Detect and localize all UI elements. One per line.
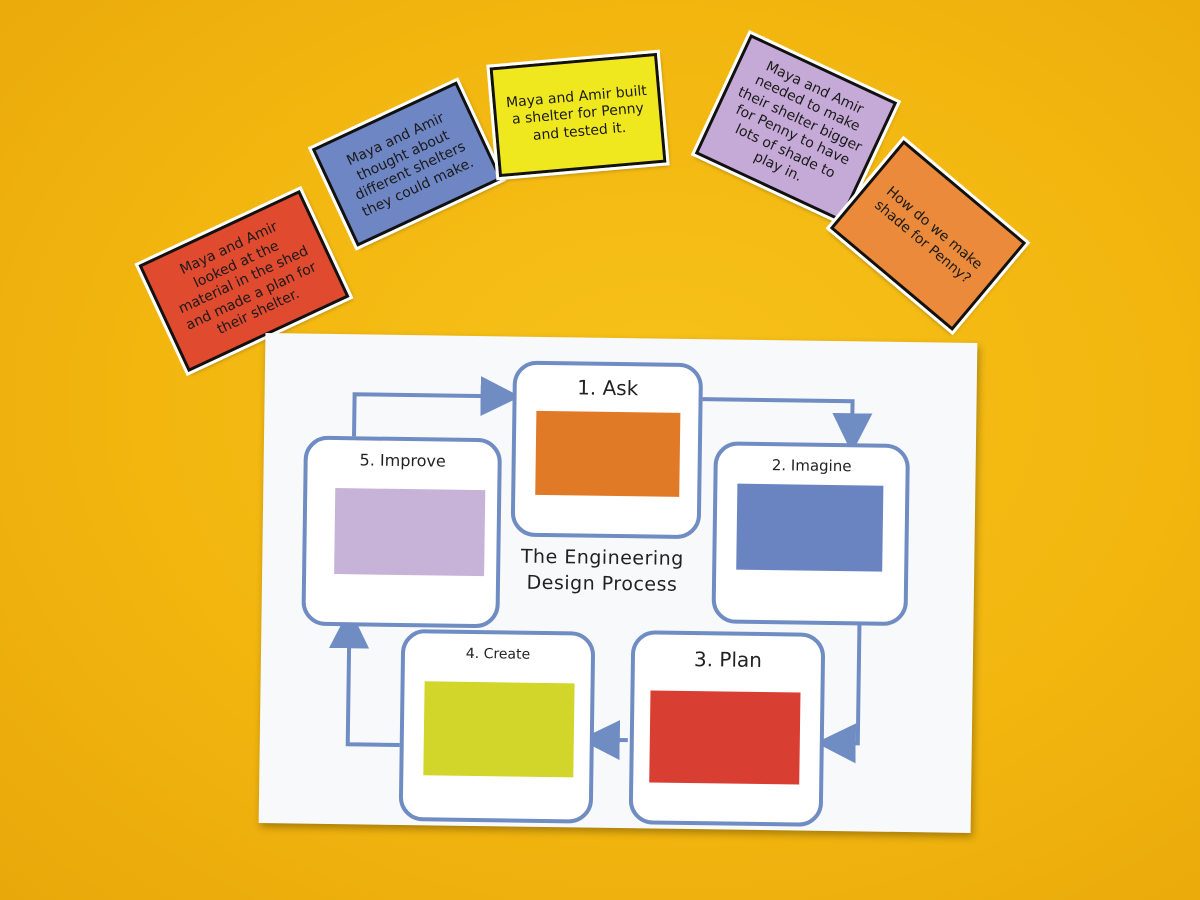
step-improve-label: 5. Improve	[359, 450, 446, 471]
process-diagram	[301, 360, 910, 827]
card-create-text: Maya and Amir built a shelter for Penny …	[505, 82, 648, 144]
arrow-imagine-to-plan	[815, 623, 862, 764]
step-create-label: 4. Create	[465, 645, 531, 663]
card-ask-text: How do we make shade for Penny?	[871, 183, 986, 287]
diagram-title: The Engineering Design Process	[520, 545, 684, 596]
step-imagine-label: 2. Imagine	[771, 456, 852, 476]
slot-ask	[535, 410, 681, 497]
design-process-sheet: 1. Ask 2. Imagine 3. Plan 4. Create 5. I…	[258, 333, 978, 833]
step-plan-label: 3. Plan	[693, 647, 763, 673]
card-imagine[interactable]: Maya and Amir thought about different sh…	[308, 76, 506, 252]
step-ask-label: 1. Ask	[576, 375, 639, 401]
card-create[interactable]: Maya and Amir built a shelter for Penny …	[486, 49, 670, 181]
card-imagine-text: Maya and Amir thought about different sh…	[344, 109, 476, 220]
slot-improve	[334, 488, 486, 577]
arrow-create-to-improve	[329, 608, 400, 747]
arrow-ask-to-imagine	[702, 397, 873, 454]
arrow-improve-to-ask	[352, 376, 521, 437]
card-plan-text: Maya and Amir looked at the material in …	[176, 219, 319, 339]
slot-plan	[649, 690, 801, 785]
slot-create	[423, 681, 575, 778]
slot-imagine	[736, 483, 884, 572]
card-improve-text: Maya and Amir needed to make their shelt…	[732, 58, 867, 186]
